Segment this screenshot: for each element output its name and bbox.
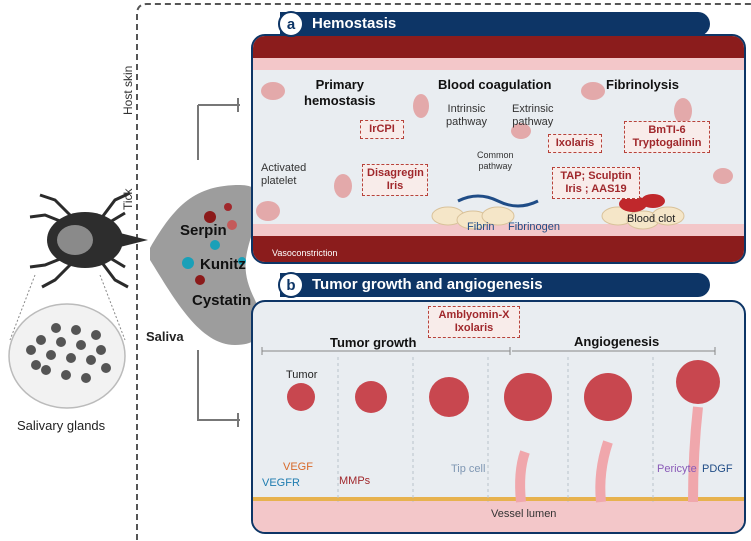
serpin-label: Serpin [180,222,227,239]
cystatin-label: Cystatin [192,292,252,309]
salivary-glands-label: Salivary glands [17,418,106,433]
inhibitor-ircpi: IrCPI [360,120,404,139]
bracket-b [197,350,240,427]
primary-hemostasis-label: Primary hemostasis [304,77,376,108]
inhibitor-bmti: BmTI-6 Tryptogalinin [624,121,710,153]
inhibitor-ixolaris: Ixolaris [548,134,602,153]
phase-brackets [261,347,716,355]
fibrinolysis-label: Fibrinolysis [606,77,679,92]
vasoconstriction-label: Vasoconstriction [272,248,338,258]
extrinsic-label: Extrinsic pathway [512,103,554,128]
inhibitor-amblyomin: Amblyomin-X Ixolaris [428,306,520,338]
common-pathway-label: Common pathway [477,150,514,171]
host-skin-label: Host skin [121,65,135,115]
tumor-growth-label: Tumor growth [330,335,417,350]
mmps-label: MMPs [339,475,371,487]
panel-b [251,300,746,534]
tick-label: Tick [121,188,135,210]
vegf-label: VEGF [283,461,313,473]
blood-clot-label: Blood clot [627,213,676,225]
tip-cell-label: Tip cell [451,463,486,475]
blood-coagulation-label: Blood coagulation [438,77,552,92]
kunitz-label: Kunitz [200,256,246,273]
tick-illustration [29,191,148,289]
fibrinogen-label: Fibrinogen [508,221,560,233]
panel-b-badge: b [278,272,304,298]
panel-b-art [253,357,744,532]
fibrin-label: Fibrin [467,221,495,233]
panel-a [251,34,746,264]
panel-a-title: Hemostasis [312,15,397,32]
saliva-label: Saliva [146,329,184,344]
tumor-label: Tumor [286,369,318,381]
salivary-gland-image [8,303,126,409]
inhibitor-tap: TAP; Sculptin Iris ; AAS19 [552,167,640,199]
panel-a-badge: a [278,11,304,37]
panel-a-header: Hemostasis [280,12,710,36]
panel-a-art [253,36,744,262]
pericyte-label: Pericyte [657,463,697,475]
angiogenesis-label: Angiogenesis [574,334,660,349]
inhibitor-disagregin: Disagregin Iris [362,164,428,196]
vessel-lumen-label: Vessel lumen [491,508,557,520]
saliva-molecules [182,203,246,285]
panel-b-title: Tumor growth and angiogenesis [312,276,543,293]
bracket-a [197,98,240,160]
vegfr-label: VEGFR [262,477,300,489]
panel-b-header: Tumor growth and angiogenesis [280,273,710,297]
pdgf-label: PDGF [702,463,733,475]
activated-platelet-label: Activated platelet [261,162,307,187]
intrinsic-label: Intrinsic pathway [446,103,487,128]
